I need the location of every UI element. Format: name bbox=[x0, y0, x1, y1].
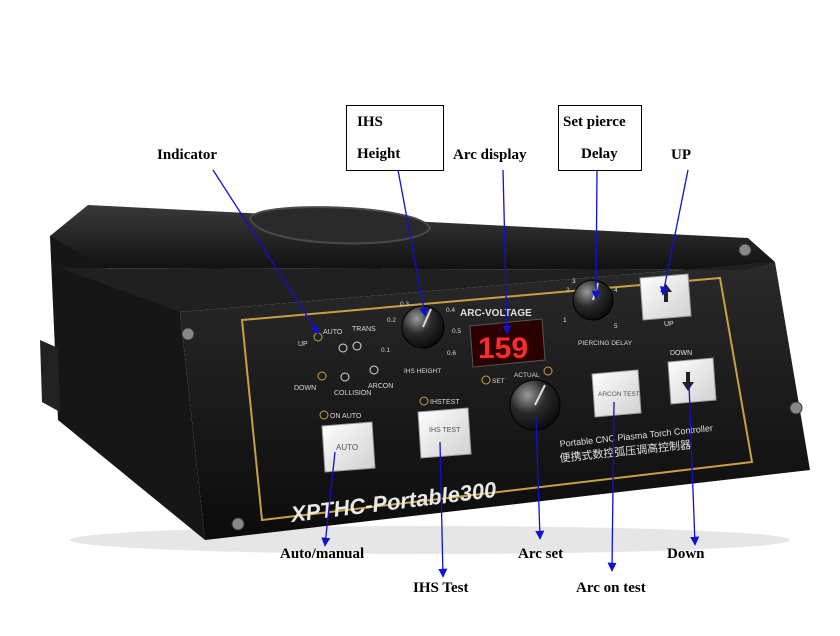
mode-indicator-group: UP AUTO TRANS DOWN COLLISION ARCON bbox=[294, 326, 393, 397]
piercing-delay-scale: 1 2 3 4 5 PIERCING DELAY bbox=[563, 278, 633, 347]
mode-label-down: DOWN bbox=[294, 385, 316, 392]
piercing-delay-label: PIERCING DELAY bbox=[578, 340, 633, 347]
callout-arc-on-test: Arc on test bbox=[576, 580, 646, 596]
panel-gold-border bbox=[240, 276, 754, 522]
arc-set-knob[interactable] bbox=[509, 379, 561, 431]
svg-text:AUTO: AUTO bbox=[336, 443, 358, 452]
svg-text:0.1: 0.1 bbox=[381, 347, 390, 354]
down-button-label: DOWN bbox=[670, 350, 692, 357]
svg-text:1: 1 bbox=[563, 317, 567, 324]
callout-ihs-height-line1: IHS bbox=[357, 114, 383, 130]
mode-label-auto: AUTO bbox=[323, 329, 343, 336]
callout-set-pierce-line1: Set pierce bbox=[563, 114, 626, 130]
svg-text:4: 4 bbox=[614, 287, 618, 294]
callout-arrows bbox=[212, 169, 700, 578]
svg-text:0.3: 0.3 bbox=[400, 301, 409, 308]
embossed-logo bbox=[248, 206, 432, 245]
on-auto-label: ON AUTO bbox=[330, 413, 362, 420]
ihs-height-label: IHS HEIGHT bbox=[404, 368, 441, 375]
down-button[interactable] bbox=[667, 357, 717, 405]
down-arrow-icon bbox=[682, 372, 694, 391]
svg-text:0.4: 0.4 bbox=[446, 307, 455, 314]
arc-voltage-digits: 159 bbox=[478, 332, 528, 365]
arc-voltage-display: 159 bbox=[469, 318, 546, 368]
callout-set-pierce-line2: Delay bbox=[581, 146, 618, 162]
mode-label-trans: TRANS bbox=[352, 326, 376, 333]
device-left-side bbox=[50, 236, 205, 540]
callout-ihs-test: IHS Test bbox=[413, 580, 469, 596]
svg-text:3: 3 bbox=[572, 278, 576, 285]
callout-down: Down bbox=[667, 546, 705, 562]
piercing-delay-knob[interactable] bbox=[572, 279, 614, 321]
callout-arc-set: Arc set bbox=[518, 546, 564, 562]
callout-ihs-height-box: IHS Height bbox=[346, 105, 444, 171]
mode-label-arcon: ARCON bbox=[368, 383, 393, 390]
mode-label-collision: COLLISION bbox=[334, 390, 371, 397]
up-button-label: UP bbox=[664, 321, 674, 328]
ihs-height-knob[interactable] bbox=[401, 305, 445, 349]
ihs-test-button[interactable]: IHS TEST bbox=[417, 407, 472, 459]
arcon-test-button[interactable]: ARCON TEST bbox=[591, 369, 642, 418]
callout-arc-display: Arc display bbox=[453, 147, 527, 163]
auto-button[interactable]: AUTO bbox=[321, 421, 376, 473]
svg-text:IHS TEST: IHS TEST bbox=[429, 427, 461, 434]
mode-label-up: UP bbox=[298, 341, 308, 348]
callout-ihs-height-line2: Height bbox=[357, 146, 401, 162]
callout-indicator: Indicator bbox=[157, 147, 217, 163]
actual-indicator-label: ACTUAL bbox=[514, 372, 540, 379]
callout-set-pierce-box: Set pierce Delay bbox=[558, 105, 642, 171]
callout-up: UP bbox=[671, 147, 691, 163]
ihs-height-scale: 0.1 0.2 0.3 0.4 0.5 0.6 IHS HEIGHT bbox=[381, 301, 461, 375]
svg-text:ARCON TEST: ARCON TEST bbox=[598, 391, 640, 398]
ihstest-label: IHSTEST bbox=[430, 399, 460, 406]
arc-voltage-title: ARC-VOLTAGE bbox=[460, 308, 532, 319]
svg-text:0.5: 0.5 bbox=[452, 328, 461, 335]
set-indicator-label: SET bbox=[492, 378, 505, 385]
svg-text:0.6: 0.6 bbox=[447, 350, 456, 357]
callout-auto-manual: Auto/manual bbox=[280, 546, 365, 562]
svg-text:2: 2 bbox=[566, 287, 570, 294]
svg-text:0.2: 0.2 bbox=[387, 317, 396, 324]
svg-text:5: 5 bbox=[614, 323, 618, 330]
